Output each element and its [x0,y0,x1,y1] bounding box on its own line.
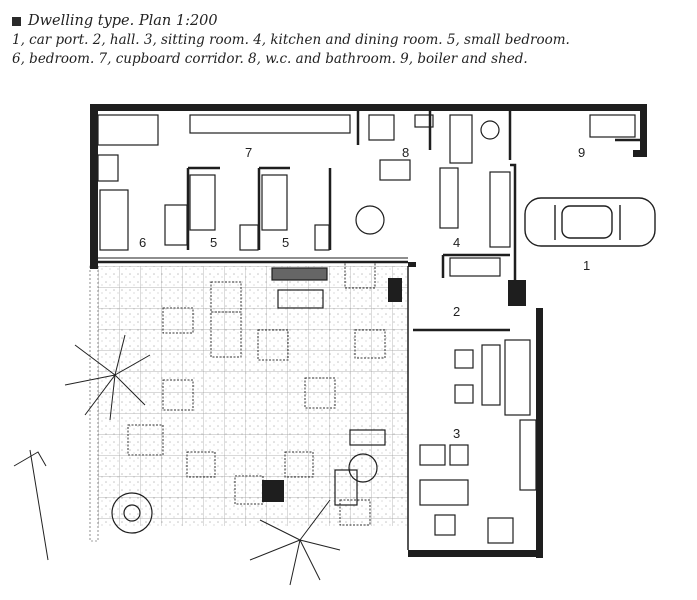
interior-partitions [98,111,640,550]
caption-bullet-square [12,17,21,26]
room-label-5a: 5 [210,235,217,250]
room-label-2: 2 [453,304,460,319]
room-label-1: 1 [583,258,590,273]
room-label-6: 6 [139,235,146,250]
room-label-4: 4 [453,235,460,250]
caption-heading: Dwelling type. Plan 1:200 [12,12,687,31]
tree-symbols [64,334,341,586]
car-symbol [524,197,656,247]
caption-legend-line-2: 6, bedroom. 7, cupboard corridor. 8, w.c… [12,51,528,67]
room-label-5b: 5 [282,235,289,250]
room-label-8: 8 [402,145,409,160]
north-arrow [13,449,49,561]
terrace-paving [89,265,408,542]
plan-caption: Dwelling type. Plan 1:200 1, car port. 2… [12,12,687,69]
room-labels: 1 2 3 4 5 5 6 7 8 9 [139,145,590,441]
exterior-walls [90,104,647,558]
caption-legend-line-1: 1, car port. 2, hall. 3, sitting room. 4… [12,32,570,48]
caption-title: Dwelling type. Plan 1:200 [28,13,218,29]
room-label-7: 7 [245,145,252,160]
room-label-3: 3 [453,426,460,441]
fixtures [97,114,636,544]
room-label-9: 9 [578,145,585,160]
